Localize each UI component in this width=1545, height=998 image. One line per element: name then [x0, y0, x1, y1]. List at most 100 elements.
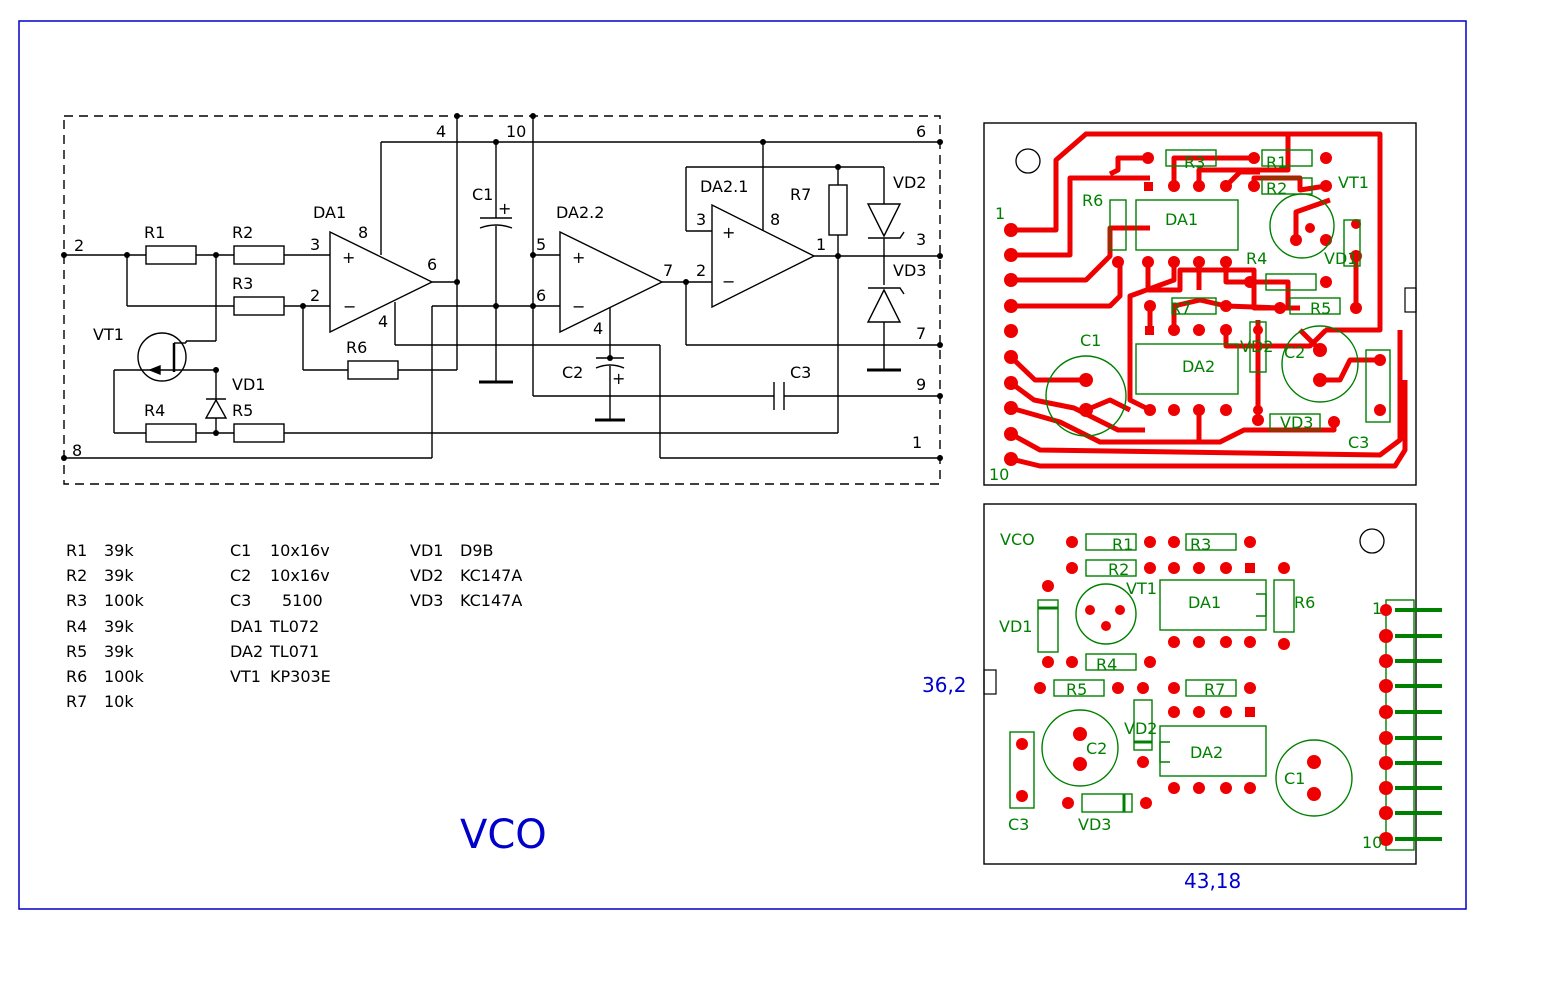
silk-r2-label: R2: [1108, 560, 1129, 579]
silk-c1-label: C1: [1284, 769, 1305, 788]
bom-ref: DA2: [230, 641, 264, 661]
vd2-label: VD2: [893, 173, 926, 192]
vd3-label: VD3: [893, 261, 926, 280]
c3-label: C3: [790, 363, 811, 382]
bom-value: D9B: [460, 541, 494, 560]
silk-c3-label: C3: [1008, 815, 1029, 834]
r5-label: R5: [232, 401, 253, 420]
da22-label: DA2.2: [556, 203, 604, 222]
junction-dots: [61, 113, 943, 461]
da21-pin-in-minus: 2: [696, 261, 706, 280]
copper-r7-label: R7: [1170, 299, 1191, 318]
pcb-width-dimension: 43,18: [1184, 869, 1241, 893]
da1-label: DA1: [313, 203, 346, 222]
copper-vd2-label: VD2: [1240, 337, 1273, 356]
bom-ref: R5: [66, 641, 88, 661]
r4-body: [145, 423, 197, 443]
c2-plus-mark: +: [612, 369, 625, 388]
bom-ref: R4: [66, 616, 88, 636]
r3-label: R3: [232, 274, 253, 293]
vd3-symbol: [866, 288, 902, 323]
bom-ref: R6: [66, 667, 88, 687]
pcb-copper-view: 1 10 R3 R1 R2 R6 DA1 VT1 R4 VD1 R7 R5 C1…: [983, 122, 1417, 486]
copper-vt1-label: VT1: [1338, 173, 1369, 192]
bom-row: VT1 KP303E: [230, 664, 331, 689]
bom-ref: VD1: [410, 541, 444, 560]
da22-pin-v: 4: [593, 319, 603, 338]
bom-ref: VT1: [230, 667, 261, 687]
bom-row: C1 10x16v: [230, 538, 331, 563]
copper-r2-label: R2: [1266, 179, 1287, 198]
bom-ref: R1: [66, 541, 88, 560]
pin-9-label: 9: [916, 375, 926, 394]
mount-hole: [1015, 148, 1041, 174]
copper-r6-label: R6: [1082, 191, 1103, 210]
pcb-copper-labels: 1 10 R3 R1 R2 R6 DA1 VT1 R4 VD1 R7 R5 C1…: [989, 153, 1369, 484]
r3-body: [233, 296, 285, 316]
r6-body: [347, 360, 399, 380]
silk-vd1-label: VD1: [999, 617, 1032, 636]
bom-row: VD3 KC147A: [410, 588, 522, 613]
r1-body: [145, 245, 197, 265]
bom-value: 10x16v: [270, 541, 330, 560]
r1-label: R1: [144, 223, 165, 242]
bom-ref: VD3: [410, 591, 444, 611]
da22-pin-out: 7: [663, 261, 673, 280]
bom-ref: R3: [66, 591, 88, 611]
r7-label: R7: [790, 185, 811, 204]
bom-row: VD2 KC147A: [410, 563, 522, 588]
da21-minus-sign: −: [722, 272, 735, 291]
copper-c3-label: C3: [1348, 433, 1369, 452]
da21-pin-out: 1: [816, 235, 826, 254]
silk-pin1-label: 1: [1372, 599, 1382, 618]
bom-ref: C3: [230, 591, 252, 611]
pin-10-label: 10: [506, 122, 526, 141]
da22-minus-sign: −: [572, 297, 585, 316]
schematic-pin-labels: 2 8 4 10 6 3 7 9 1: [72, 122, 926, 460]
silk-r4-label: R4: [1096, 655, 1117, 674]
r5-body: [233, 423, 285, 443]
bom-ref: VD2: [410, 566, 444, 586]
bom-value: 39k: [104, 566, 134, 586]
silk-title: VCO: [1000, 530, 1035, 549]
da21-label: DA2.1: [700, 177, 748, 196]
da1-plus-sign: +: [342, 248, 355, 267]
copper-vd3-label: VD3: [1280, 413, 1313, 432]
silk-da1-label: DA1: [1188, 593, 1221, 612]
bom-value: TL072: [270, 616, 320, 636]
pcb-silk-outline: [983, 503, 1417, 865]
bom-value: KC147A: [460, 591, 523, 611]
silk-c2-label: C2: [1086, 739, 1107, 758]
copper-da2-label: DA2: [1182, 357, 1215, 376]
silk-vd2-label: VD2: [1124, 719, 1157, 738]
pin-3-label: 3: [916, 230, 926, 249]
bom-value: 10k: [104, 692, 134, 712]
c1-label: C1: [472, 185, 493, 204]
da1-minus-sign: −: [343, 297, 356, 316]
copper-r1-label: R1: [1266, 153, 1287, 172]
silk-vt1-label: VT1: [1126, 579, 1157, 598]
vt1-symbol: [137, 332, 187, 382]
bom-ref: C1: [230, 541, 252, 560]
pcb-height-dimension: 36,2: [922, 673, 967, 697]
pin-6-label: 6: [916, 122, 926, 141]
da1-pin-vminus: 4: [378, 312, 388, 331]
bom-value: KC147A: [460, 566, 523, 586]
bom-value: KP303E: [270, 667, 331, 687]
silk-vd3-label: VD3: [1078, 815, 1111, 834]
pcb-silk-labels: VCO R1 R3 R2 VT1 DA1 R6 VD1 R4 R5 R7 VD2…: [999, 530, 1382, 852]
r4-label: R4: [144, 401, 165, 420]
schematic-component-labels: R1 R2 R3 R6 R4 R5 R7 VT1 VD1 C1 C2 C3 DA…: [93, 173, 926, 420]
r7-body: [828, 184, 848, 236]
schematic: [63, 115, 941, 485]
copper-pin10-label: 10: [989, 465, 1009, 484]
opamp-pin-labels: + − 3 2 6 8 4 + − 5 6 7 4 + − 3 2 1 8: [310, 210, 826, 338]
sheet-frame: [18, 20, 1467, 910]
